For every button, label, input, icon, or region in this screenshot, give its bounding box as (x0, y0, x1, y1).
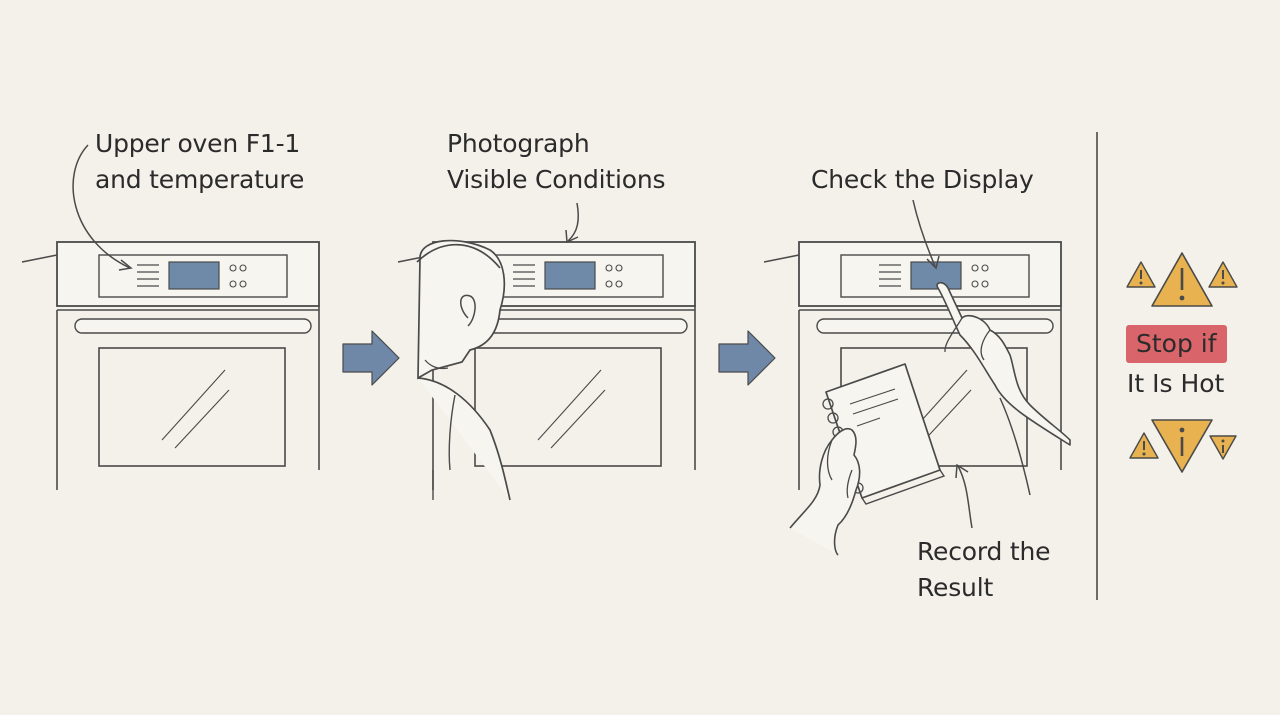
stop-warning-text: It Is Hot (1127, 369, 1225, 398)
holding-hand (789, 427, 861, 556)
upper-oven-label: Upper oven F1-1 and temperature (95, 126, 304, 198)
photograph-label-line1: Photograph (447, 129, 590, 158)
arrow-right-icon (342, 330, 400, 386)
check-display-label: Check the Display (811, 162, 1034, 198)
photograph-label: Photograph Visible Conditions (447, 126, 666, 198)
oven-step-1 (21, 241, 320, 491)
upper-oven-label-line1: Upper oven F1-1 (95, 129, 301, 158)
photograph-label-line2: Visible Conditions (447, 165, 666, 194)
warning-triangle-icon (1208, 261, 1238, 288)
callout-arrowhead-2 (565, 229, 579, 244)
warning-triangle-icon (1129, 432, 1159, 459)
callout-arrowhead-4 (955, 463, 969, 479)
record-result-label: Record the Result (917, 534, 1051, 606)
callout-curve-3 (912, 199, 936, 267)
info-triangle-icon (1209, 435, 1237, 460)
record-result-label-line1: Record the (917, 537, 1051, 566)
callout-curve-4 (957, 465, 973, 529)
check-display-label-line1: Check the Display (811, 165, 1034, 194)
person-figure (416, 239, 511, 501)
record-result-label-line2: Result (917, 573, 994, 602)
arrow-right-icon (718, 330, 776, 386)
callout-curve-1 (72, 144, 131, 269)
warning-triangle-icon (1126, 261, 1156, 288)
info-triangle-icon (1151, 419, 1213, 473)
pointing-hand (936, 281, 1071, 496)
warning-triangle-icon (1151, 252, 1213, 307)
stop-warning-badge: Stop if (1126, 325, 1227, 363)
callout-arrowhead-3 (926, 255, 940, 270)
callout-curve-2 (567, 202, 580, 242)
upper-oven-label-line2: and temperature (95, 165, 305, 194)
callout-arrowhead-1 (118, 259, 133, 271)
